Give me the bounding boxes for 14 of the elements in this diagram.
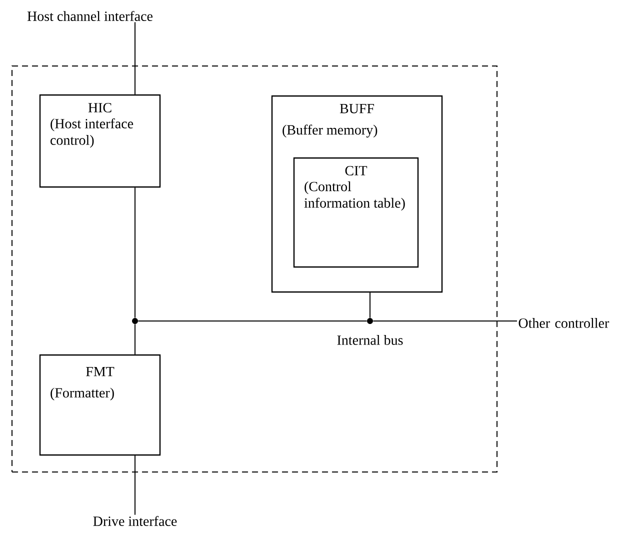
bus-label: Internal bus [337, 335, 403, 345]
component-box: HIC (Host interface control) [39, 94, 161, 188]
connector-line [134, 187, 136, 318]
component-box: CIT (Control information table) [293, 157, 419, 268]
connector-line [138, 320, 368, 322]
interface-label: Other controller [518, 318, 610, 328]
connector-line [134, 22, 136, 95]
connector-line [134, 324, 136, 355]
connector-line [372, 320, 518, 322]
component-box: FMT (Formatter) [39, 354, 161, 456]
connector-line [134, 455, 136, 516]
dashed-boundary [12, 65, 498, 472]
interface-label: Drive interface [93, 516, 177, 526]
interface-label: Host channel interface [27, 10, 152, 21]
